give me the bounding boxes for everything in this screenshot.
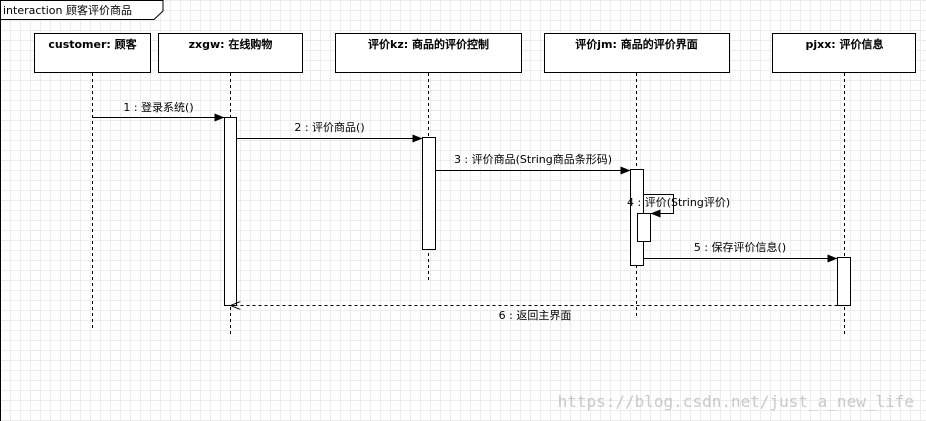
- message-6: 6 : 返回主界面: [230, 306, 838, 322]
- lifeline-label-customer: customer: 顾客: [48, 37, 137, 51]
- message-label-5: 5 : 保存评价信息(): [694, 240, 786, 254]
- lifeline-label-zxgw: zxgw: 在线购物: [189, 37, 273, 51]
- lifeline-lines: [92, 73, 845, 336]
- message-label-6: 6 : 返回主界面: [499, 309, 572, 322]
- lifeline-head-pjxx: pjxx: 评价信息: [772, 33, 916, 73]
- frame-title: interaction 顾客评价商品: [3, 3, 132, 17]
- message-label-4: 4 : 评价(String评价): [627, 196, 730, 209]
- message-1: 1 : 登录系统(): [92, 100, 225, 122]
- lifeline-label-pjxx: pjxx: 评价信息: [805, 37, 883, 51]
- message-3: 3 : 评价商品(String商品条形码): [435, 152, 631, 175]
- lifeline-label-pjkz: 评价kz: 商品的评价控制: [368, 37, 489, 51]
- message-label-1: 1 : 登录系统(): [123, 100, 193, 114]
- messages: 1 : 登录系统() 2 : 评价商品() 3 : 评价商品(String商品条…: [92, 100, 838, 322]
- activation-pjxx: [837, 257, 851, 306]
- activation-zxgw: [224, 117, 237, 306]
- message-2: 2 : 评价商品(): [236, 120, 423, 143]
- interaction-frame: interaction 顾客评价商品: [0, 0, 164, 421]
- activation-pjkz: [422, 137, 436, 250]
- lifeline-head-customer: customer: 顾客: [34, 33, 151, 73]
- watermark: https://blog.csdn.net/just_a_new_life: [558, 392, 914, 411]
- activation-bars: [224, 117, 851, 306]
- message-5: 5 : 保存评价信息(): [643, 240, 838, 263]
- lifeline-label-pjjm: 评价jm: 商品的评价界面: [575, 37, 697, 51]
- frame-tab: [0, 0, 164, 20]
- lifeline-head-pjkz: 评价kz: 商品的评价控制: [335, 33, 522, 73]
- message-4: 4 : 评价(String评价): [627, 194, 730, 218]
- message-label-2: 2 : 评价商品(): [294, 120, 364, 134]
- activation-pjjm-self: [637, 213, 651, 242]
- message-label-3: 3 : 评价商品(String商品条形码): [454, 152, 612, 166]
- lifeline-head-zxgw: zxgw: 在线购物: [158, 33, 303, 73]
- lifeline-heads: customer: 顾客 zxgw: 在线购物 评价kz: 商品的评价控制 评价…: [34, 33, 916, 73]
- lifeline-head-pjjm: 评价jm: 商品的评价界面: [544, 33, 730, 73]
